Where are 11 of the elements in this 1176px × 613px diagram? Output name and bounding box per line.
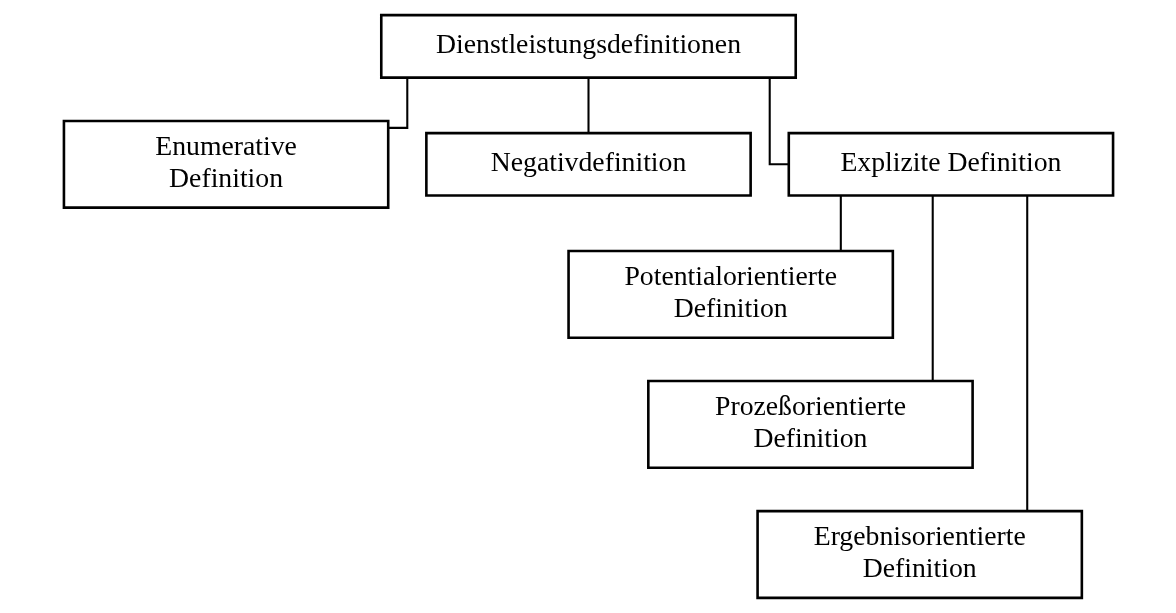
connector — [931, 195, 934, 381]
node-box: Dienstleistungsdefinitionen — [379, 13, 797, 79]
node-box: Potentialorientierte Definition — [566, 249, 894, 339]
node-box: Explizite Definition — [787, 131, 1114, 197]
node-box: Negativdefinition — [424, 131, 752, 197]
connector — [1025, 195, 1028, 511]
node-box: Prozeßorientierte Definition — [646, 379, 974, 470]
connector — [839, 195, 842, 251]
connector — [586, 78, 590, 133]
node-box: Ergebnisorientierte Definition — [755, 509, 1083, 600]
node-box: Enumerative Definition — [62, 119, 389, 209]
